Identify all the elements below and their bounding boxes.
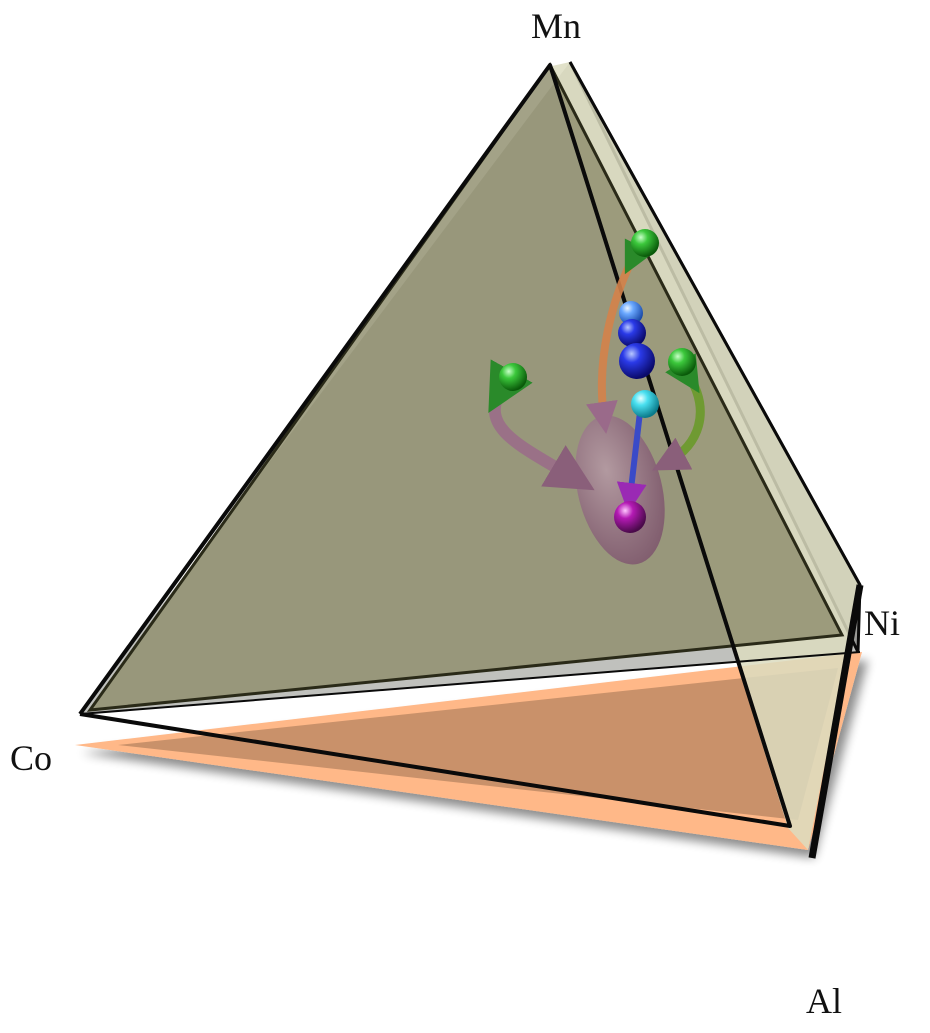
vertex-label-mn: Mn [531, 6, 582, 46]
curved-arrow-mauve [488, 359, 595, 491]
arrows [488, 238, 705, 513]
light-blue-sphere [619, 301, 643, 325]
vertex-label-co: Co [10, 738, 53, 778]
green-sphere [631, 229, 659, 257]
blue-sphere [618, 319, 646, 347]
straight-arrow-blue [616, 409, 647, 513]
cyan-sphere [631, 390, 659, 418]
purple-sphere [614, 501, 646, 533]
vertex-label-ni: Ni [864, 603, 900, 643]
base-face-co-ni-al [75, 652, 862, 850]
curved-arrow-green [652, 353, 705, 471]
vertex-label-al: Al [806, 981, 842, 1021]
blue-sphere [619, 343, 655, 379]
green-sphere [499, 363, 527, 391]
green-sphere [668, 348, 696, 376]
spheres [499, 229, 696, 533]
curved-arrow-orange [585, 238, 654, 434]
